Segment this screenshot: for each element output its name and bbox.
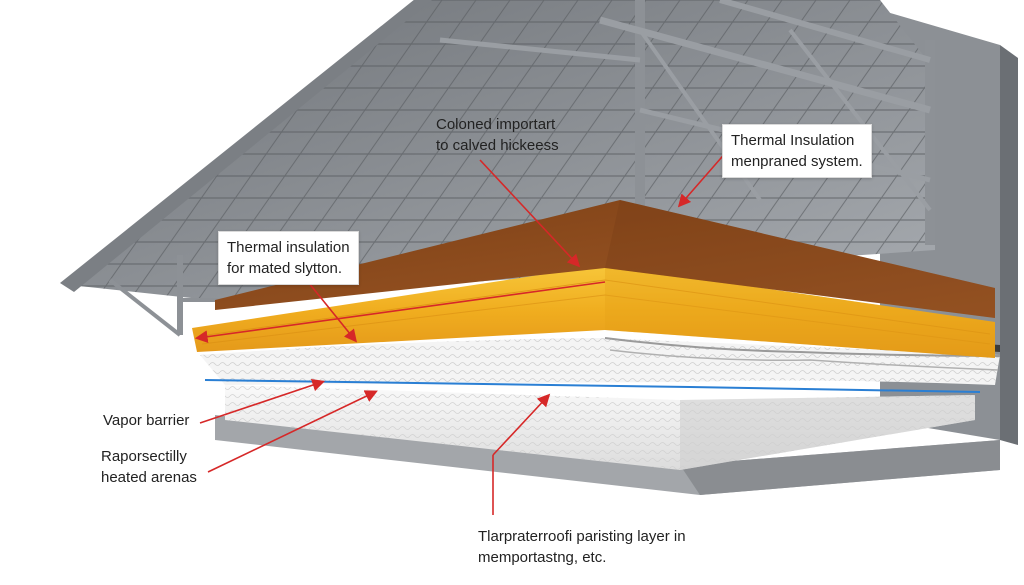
label-top-right-line1: Thermal Insulation — [731, 132, 855, 149]
label-vapor-barrier: Vapor barrier — [103, 410, 189, 431]
label-top-right: Thermal Insulation menpraned system. — [722, 124, 872, 178]
white-insulation-layer — [200, 337, 1001, 385]
pointer-arrows — [194, 149, 729, 515]
arrow-vapor — [199, 378, 326, 424]
label-heated-arenas: Raporsectilly heated arenas — [101, 446, 197, 488]
roof-edge-beam — [60, 0, 432, 292]
label-heated-line2: heated arenas — [101, 469, 197, 486]
label-left-mid-line2: for mated slytton. — [227, 260, 343, 277]
concrete-layer — [225, 385, 975, 470]
vapor-barrier-line — [204, 379, 981, 393]
label-top-center: Coloned importart to calved hickeess — [436, 114, 559, 156]
brown-membrane — [215, 200, 995, 318]
arrow-top-center — [479, 159, 581, 268]
label-bottom: Tlarpraterroofi paristing layer in mempo… — [478, 526, 686, 568]
label-vapor-line1: Vapor barrier — [103, 412, 190, 429]
arrow-yellow-span — [194, 281, 606, 344]
label-top-right-line2: menpraned system. — [731, 153, 863, 170]
back-wall-face — [1000, 45, 1018, 445]
label-bottom-line1: Tlarpraterroofi paristing layer in — [478, 528, 686, 545]
label-bottom-line2: memportastng, etc. — [478, 549, 607, 566]
label-left-mid: Thermal insulation for mated slytton. — [218, 231, 359, 285]
label-heated-line1: Raporsectilly — [101, 448, 187, 465]
arrow-top-right — [677, 149, 729, 208]
yellow-insulation-slab — [192, 265, 995, 358]
base-slab — [215, 415, 1000, 495]
arrow-heated — [207, 390, 378, 473]
label-top-center-line1: Coloned importart — [436, 116, 556, 133]
label-left-mid-line1: Thermal insulation — [227, 239, 350, 256]
label-top-center-line2: to calved hickeess — [436, 137, 559, 154]
